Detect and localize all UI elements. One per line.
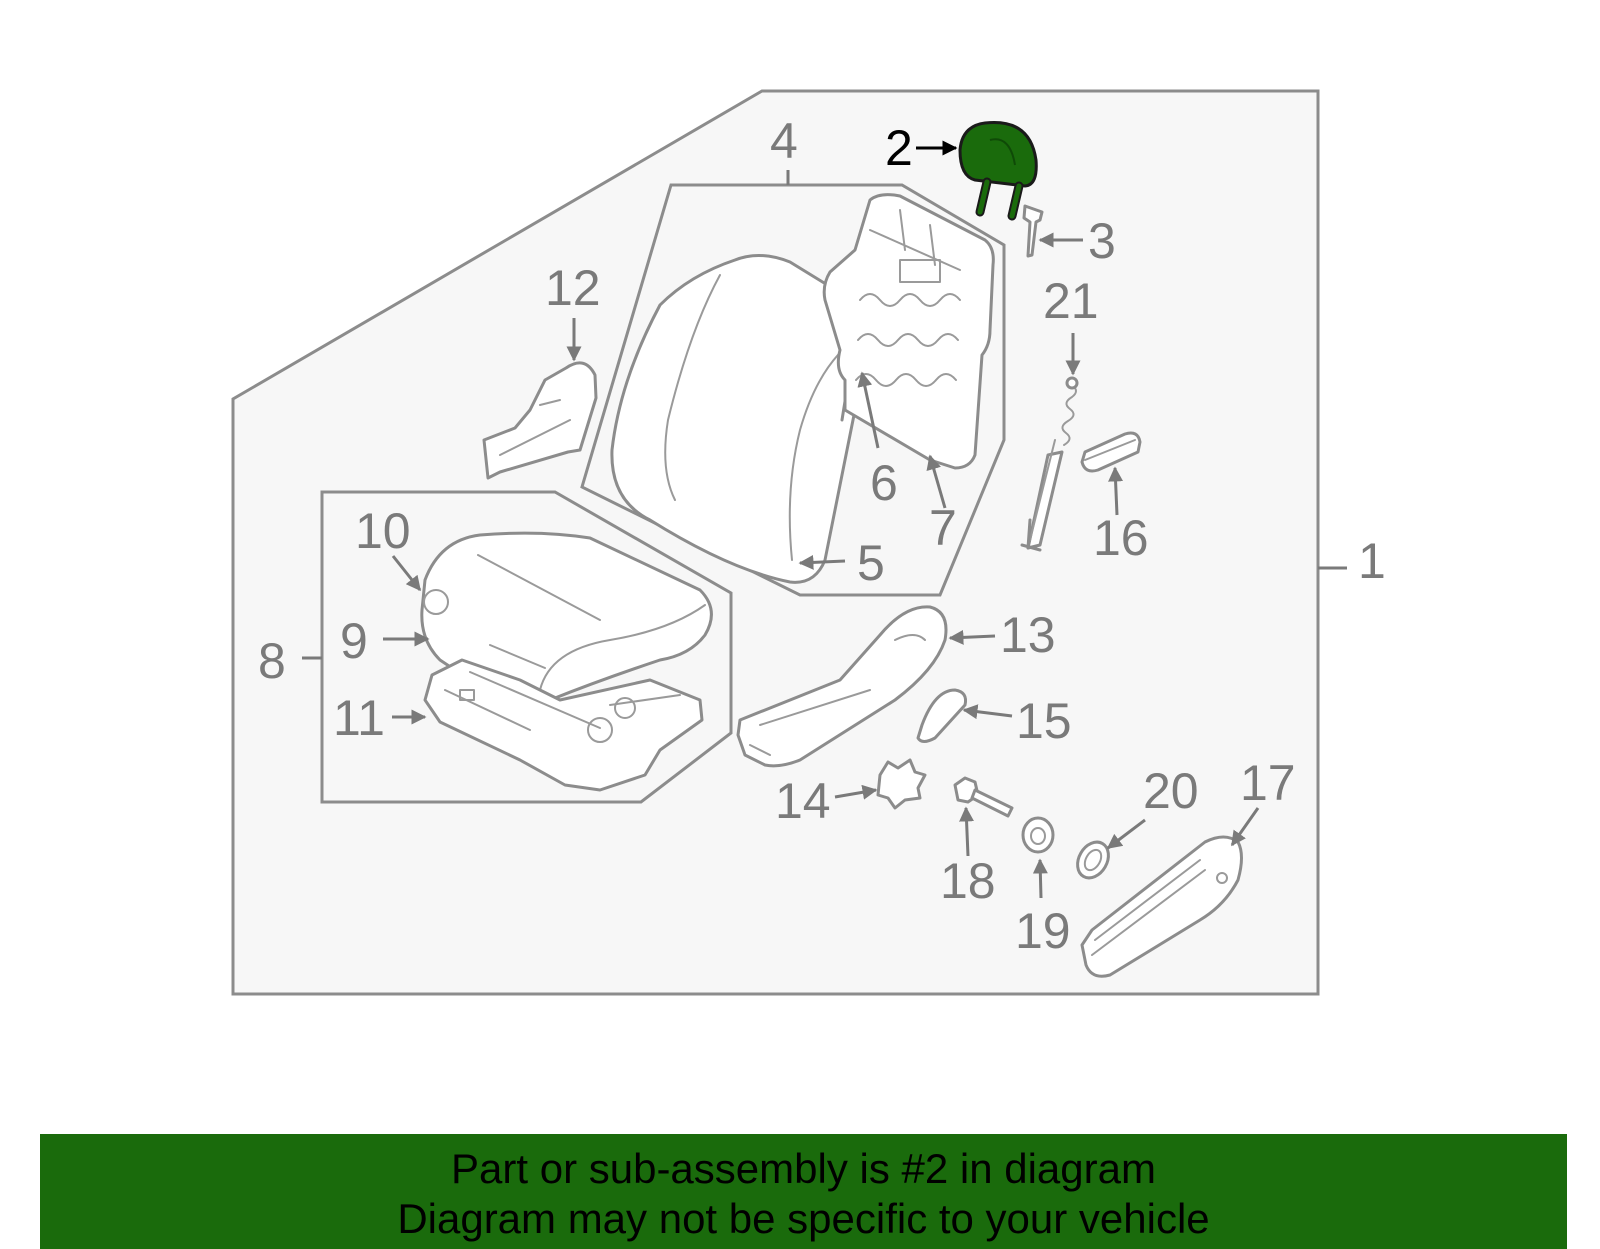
callout-15: 15 [1016,693,1072,749]
callout-10: 10 [355,503,411,559]
bolt-part[interactable] [953,776,1014,818]
lever-cover-part[interactable] [916,688,967,743]
cushion-frame-part[interactable] [423,658,704,792]
recliner-spring-part[interactable] [1020,376,1079,552]
leader-5 [798,554,846,570]
callout-5: 5 [857,535,885,591]
callout-21: 21 [1043,273,1099,329]
info-banner: Part or sub-assembly is #2 in diagram Di… [40,1134,1567,1249]
leader-13 [948,629,996,645]
leader-18 [959,806,975,857]
leader-15 [962,704,1013,720]
callout-12: 12 [545,260,601,316]
side-trim-part[interactable] [1080,835,1243,978]
callout-16: 16 [1093,510,1149,566]
leader-10 [391,555,422,592]
side-bracket-part[interactable] [482,361,598,480]
seat-back-group-box [580,183,1006,597]
callout-14: 14 [775,773,831,829]
callout-6: 6 [870,455,898,511]
callout-9: 9 [340,613,368,669]
callout-18: 18 [940,853,996,909]
cushion-group-box [320,490,733,804]
callout-20: 20 [1143,763,1199,819]
callout-19: 19 [1015,903,1071,959]
leader-6 [857,371,880,449]
callout-11: 11 [333,690,385,746]
leader-17 [1230,807,1260,847]
leader-20 [1106,818,1146,850]
nut-part[interactable] [1021,816,1055,854]
callout-2: 2 [885,120,913,176]
callout-3: 3 [1088,213,1116,269]
leader-14 [834,784,878,800]
washer-part[interactable] [1071,837,1114,884]
headrest-part[interactable] [958,120,1038,221]
callout-17: 17 [1240,755,1296,811]
callout-7: 7 [929,500,957,556]
banner-line-2: Diagram may not be specific to your vehi… [397,1195,1210,1242]
callout-13: 13 [1000,607,1056,663]
headrest-guide-part[interactable] [1022,204,1044,258]
recline-knob-part[interactable] [1080,431,1142,473]
clip-part[interactable] [876,758,927,810]
leader-16 [1108,466,1124,516]
side-shield-part[interactable] [736,605,948,768]
callout-8: 8 [258,633,286,689]
callout-4: 4 [770,113,798,169]
leader-7 [926,454,947,509]
leader-19 [1032,858,1048,899]
banner-line-1: Part or sub-assembly is #2 in diagram [451,1145,1156,1192]
callout-1: 1 [1358,533,1386,589]
seat-cushion-part[interactable] [420,531,713,702]
